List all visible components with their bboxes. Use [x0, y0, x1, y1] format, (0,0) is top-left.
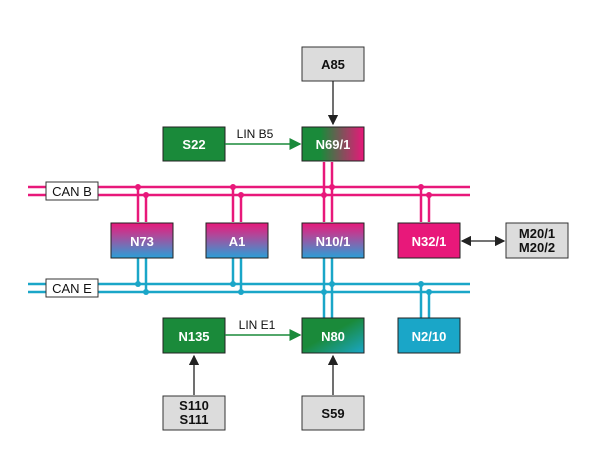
can-e-drops: [136, 258, 431, 318]
node-n2-10-label: N2/10: [412, 329, 447, 344]
node-n32-1-label: N32/1: [412, 234, 447, 249]
node-s110-label: S110: [179, 398, 209, 413]
node-s59: S59: [301, 395, 365, 431]
can-b-drops: [136, 162, 431, 222]
can-e-label: CAN E: [52, 281, 92, 296]
node-n2-10: N2/10: [397, 317, 461, 354]
can-b-junctions: [135, 184, 432, 198]
node-a1-label: A1: [229, 234, 246, 249]
node-a85: A85: [301, 46, 365, 82]
can-e-label-box: CAN E: [45, 278, 99, 298]
can-b-bus: [28, 185, 470, 197]
node-s110-s111: S110 S111: [162, 395, 226, 431]
node-n73: N73: [110, 222, 174, 259]
can-e-bus: [28, 282, 470, 294]
node-s59-label: S59: [321, 406, 344, 421]
node-m20-label-2: M20/2: [519, 240, 555, 255]
node-m20-label-1: M20/1: [519, 226, 555, 241]
node-n69-1-label: N69/1: [316, 137, 351, 152]
node-a85-label: A85: [321, 57, 345, 72]
node-n73-label: N73: [130, 234, 154, 249]
lin-e1-label: LIN E1: [239, 318, 276, 332]
node-n32-1: N32/1: [397, 222, 461, 259]
node-n10-1: N10/1: [301, 222, 365, 259]
node-n80: N80: [301, 317, 365, 354]
node-s22-label: S22: [182, 137, 205, 152]
node-s22: S22: [162, 126, 226, 162]
node-m20: M20/1 M20/2: [505, 222, 569, 259]
node-n80-label: N80: [321, 329, 345, 344]
node-n135: N135: [162, 317, 226, 354]
node-a1: A1: [205, 222, 269, 259]
node-n69-1: N69/1: [301, 126, 365, 162]
lin-b5-label: LIN B5: [237, 127, 274, 141]
node-n135-label: N135: [178, 329, 209, 344]
can-b-label: CAN B: [52, 184, 92, 199]
node-s111-label: S111: [180, 412, 209, 427]
can-e-junctions: [135, 281, 432, 295]
node-n10-1-label: N10/1: [316, 234, 351, 249]
can-b-label-box: CAN B: [45, 181, 99, 201]
